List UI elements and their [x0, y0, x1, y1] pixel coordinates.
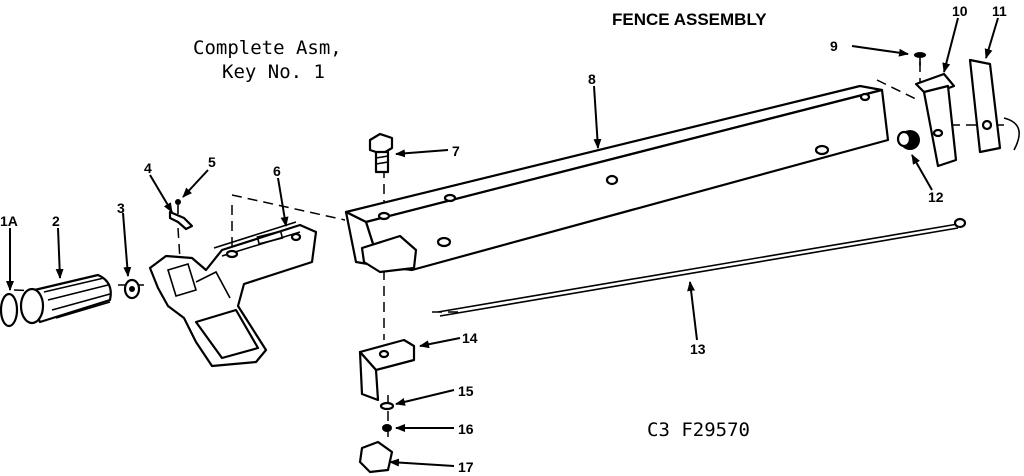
part-13-rod	[437, 217, 967, 317]
part-17-cap	[358, 440, 394, 474]
key-label-2: 2	[52, 213, 60, 229]
part-11-end-plate	[968, 58, 1020, 154]
drawing-number: C3 F29570	[647, 419, 750, 441]
part-7-bolt	[368, 132, 394, 174]
key-labels: 1A 2 3 4 5 6 7 8 9 10 11 12 13 14 15 16 …	[0, 3, 1007, 475]
key-label-13: 13	[690, 341, 706, 357]
part-10-end-bracket	[914, 72, 958, 168]
leader-lines	[6, 17, 999, 467]
part-6-bracket	[148, 221, 318, 368]
key-label-12: 12	[928, 189, 944, 205]
part-2-knob	[19, 273, 112, 325]
key-label-17: 17	[458, 459, 474, 475]
key-label-7: 7	[452, 143, 460, 159]
part-8-fence-bar	[344, 84, 890, 274]
key-label-11: 11	[992, 3, 1007, 19]
diagram-title: FENCE ASSEMBLY	[612, 10, 767, 29]
key-label-5: 5	[208, 154, 216, 170]
complete-asm-line1: Complete Asm,	[193, 37, 342, 59]
key-label-14: 14	[462, 330, 478, 346]
key-label-1a: 1A	[0, 213, 18, 229]
key-label-16: 16	[458, 421, 474, 437]
key-label-8: 8	[588, 71, 596, 87]
part-16-nut	[382, 424, 392, 432]
part-15-washer	[379, 401, 395, 411]
part-1a-end-cap	[0, 292, 19, 328]
complete-asm-line2: Key No. 1	[222, 61, 325, 83]
part-4-clip	[168, 210, 194, 231]
key-label-10: 10	[952, 3, 968, 19]
part-5-screw	[175, 199, 181, 214]
key-label-6: 6	[273, 163, 281, 179]
part-14-bracket	[358, 338, 416, 402]
part-3-washer	[123, 278, 141, 300]
part-9-screw	[914, 52, 926, 66]
key-label-15: 15	[458, 383, 474, 399]
part-12-roller	[896, 130, 920, 150]
key-label-9: 9	[830, 38, 838, 54]
key-label-3: 3	[117, 200, 125, 216]
key-label-4: 4	[144, 160, 152, 176]
